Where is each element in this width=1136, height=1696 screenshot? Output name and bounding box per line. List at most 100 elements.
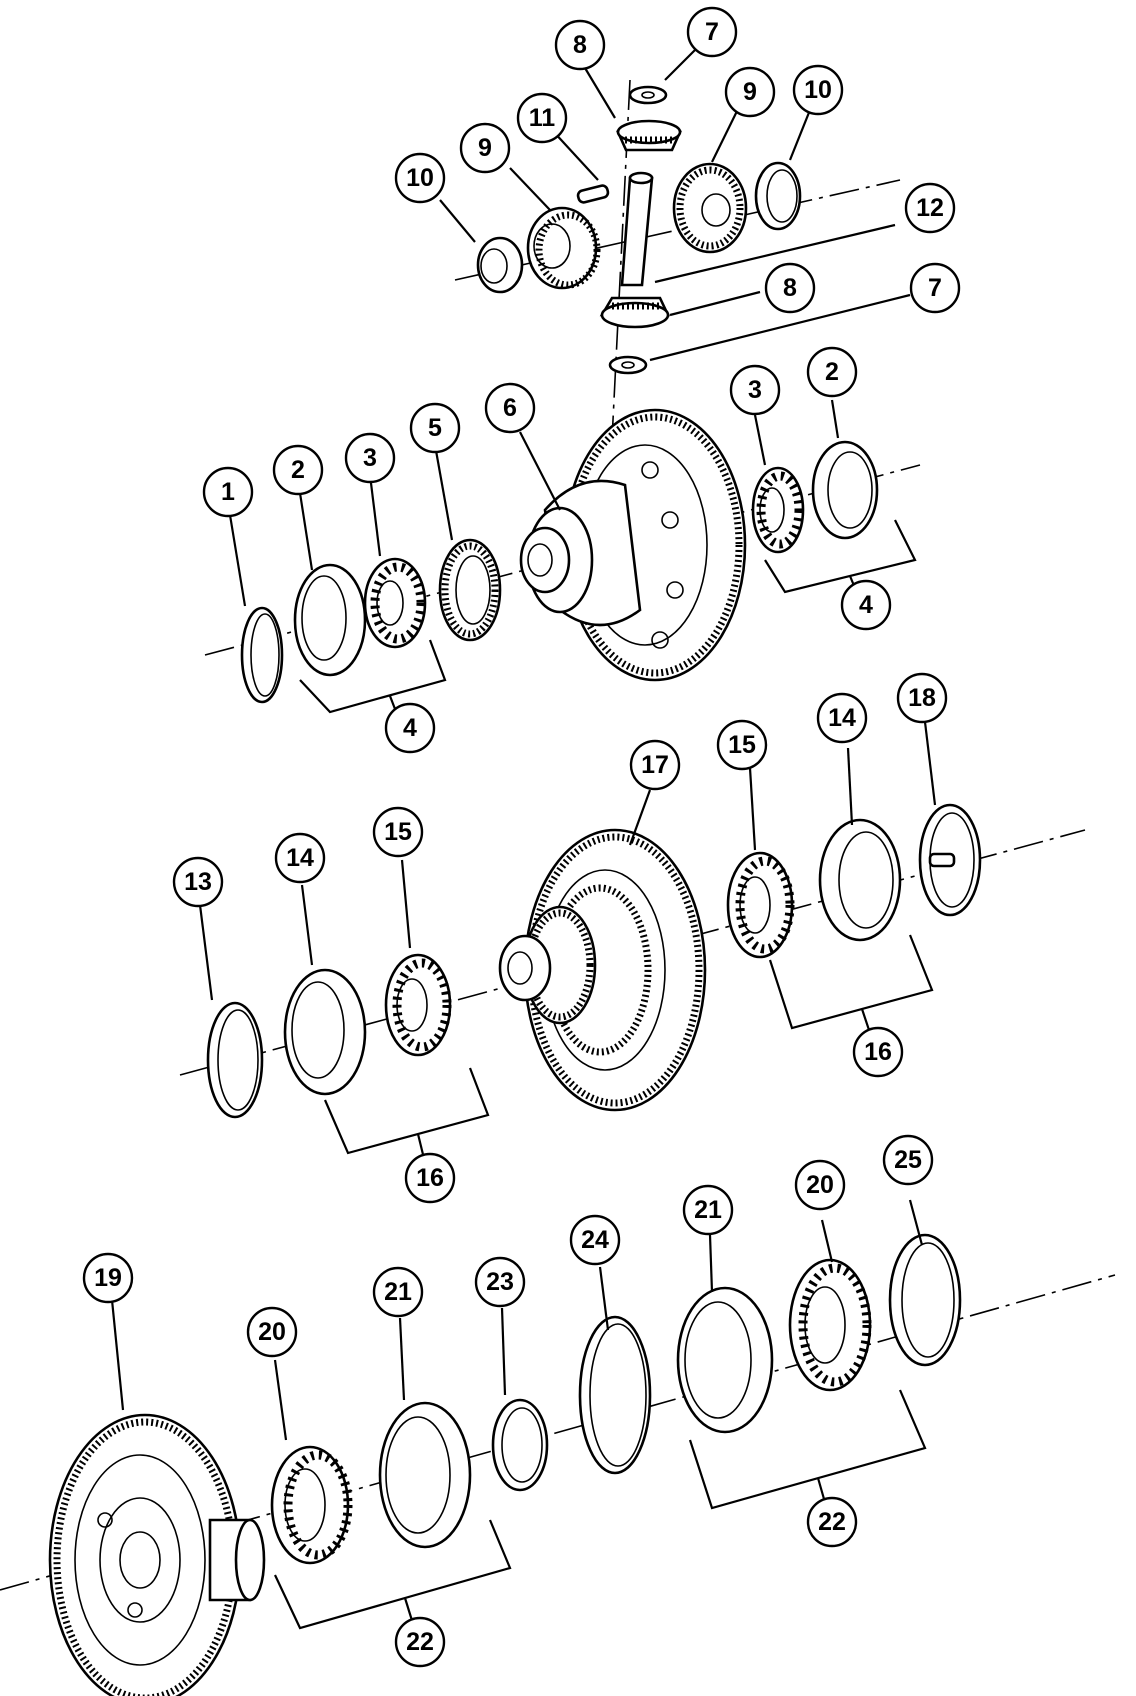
- callout-21-right: 21: [682, 1184, 734, 1236]
- svg-text:9: 9: [478, 134, 492, 162]
- callout-3-left: 3: [344, 432, 396, 484]
- svg-text:6: 6: [503, 394, 517, 422]
- callout-5: 5: [409, 402, 461, 454]
- svg-text:20: 20: [258, 1318, 286, 1346]
- snap-ring: [240, 606, 284, 704]
- callout-22-left: 22: [394, 1616, 446, 1668]
- bearing-cone-left: [363, 557, 427, 649]
- callout-15-right: 15: [716, 719, 768, 771]
- callout-7-bottom: 7: [909, 262, 961, 314]
- svg-text:20: 20: [806, 1171, 834, 1199]
- callout-14-right: 14: [816, 692, 868, 744]
- thrust-washer-top: [628, 85, 668, 105]
- callout-1: 1: [202, 466, 254, 518]
- svg-text:5: 5: [428, 414, 442, 442]
- differential-gear-set: [476, 85, 802, 375]
- svg-text:21: 21: [694, 1196, 722, 1224]
- svg-text:3: 3: [363, 444, 377, 472]
- seal: [491, 1398, 549, 1492]
- svg-text:23: 23: [486, 1268, 514, 1296]
- callout-7-top: 7: [686, 6, 738, 58]
- bearing-cone-right-2: [726, 851, 794, 959]
- side-gear-left: [526, 206, 598, 290]
- svg-text:13: 13: [184, 868, 212, 896]
- bearing-cup-left-3: [378, 1401, 472, 1549]
- svg-text:14: 14: [286, 844, 314, 872]
- callout-9-left: 9: [459, 122, 511, 174]
- svg-text:11: 11: [529, 104, 556, 132]
- callout-23: 23: [474, 1256, 526, 1308]
- svg-text:10: 10: [406, 164, 434, 192]
- svg-text:7: 7: [705, 18, 719, 46]
- svg-text:17: 17: [641, 751, 669, 779]
- transfer-gear-row: [206, 803, 982, 1119]
- callout-11: 11: [516, 92, 568, 144]
- callout-17: 17: [629, 739, 681, 791]
- callout-19: 19: [82, 1252, 134, 1304]
- thrust-washer-bottom: [608, 355, 648, 375]
- svg-text:19: 19: [94, 1264, 122, 1292]
- callout-18: 18: [896, 672, 948, 724]
- callout-4-right: 4: [840, 579, 892, 631]
- svg-text:14: 14: [828, 704, 856, 732]
- differential-case-row: [240, 408, 879, 704]
- callout-25: 25: [882, 1134, 934, 1186]
- svg-text:4: 4: [859, 591, 873, 619]
- svg-text:15: 15: [384, 818, 412, 846]
- callout-4-left: 4: [384, 702, 436, 754]
- callout-14-left: 14: [274, 832, 326, 884]
- bearing-cup-right-2: [818, 818, 902, 942]
- svg-text:24: 24: [581, 1226, 609, 1254]
- svg-text:8: 8: [783, 274, 797, 302]
- roll-pin: [576, 184, 610, 204]
- svg-text:22: 22: [818, 1508, 846, 1536]
- leader-arrows: [110, 49, 937, 1441]
- assembly-brackets: [274, 519, 934, 1641]
- speedometer-ring: [438, 538, 502, 642]
- svg-text:16: 16: [864, 1038, 892, 1066]
- callout-21-left: 21: [372, 1266, 424, 1318]
- callout-3-right: 3: [729, 364, 781, 416]
- callout-10-right: 10: [792, 64, 844, 116]
- svg-text:1: 1: [221, 478, 235, 506]
- callout-20-right: 20: [794, 1159, 846, 1211]
- callout-22-right: 22: [806, 1496, 858, 1548]
- callout-13: 13: [172, 856, 224, 908]
- callout-10-left: 10: [394, 152, 446, 204]
- retaining-ring: [578, 1315, 652, 1475]
- callout-6: 6: [484, 382, 536, 434]
- callout-8-top: 8: [554, 19, 606, 71]
- output-gear-row: [48, 1233, 962, 1696]
- shim-output: [888, 1233, 962, 1367]
- side-gear-washer-left: [476, 236, 524, 294]
- callout-2-right: 2: [806, 346, 858, 398]
- svg-text:4: 4: [403, 714, 417, 742]
- callout-12: 12: [904, 182, 956, 234]
- svg-text:10: 10: [804, 76, 832, 104]
- svg-text:12: 12: [916, 194, 944, 222]
- callout-2-left: 2: [272, 444, 324, 496]
- svg-text:7: 7: [928, 274, 942, 302]
- callout-15-left: 15: [372, 806, 424, 858]
- side-gear-right: [672, 162, 748, 254]
- svg-text:18: 18: [908, 684, 936, 712]
- callout-16-right: 16: [852, 1026, 904, 1078]
- callout-16-left: 16: [404, 1152, 456, 1204]
- side-gear-washer-right: [754, 161, 802, 231]
- svg-text:2: 2: [825, 358, 839, 386]
- pinion-shaft: [620, 176, 654, 287]
- callout-9-right: 9: [724, 66, 776, 118]
- svg-text:8: 8: [573, 31, 587, 59]
- bearing-cup-left-2: [283, 968, 367, 1096]
- svg-text:2: 2: [291, 456, 305, 484]
- svg-text:16: 16: [416, 1164, 444, 1192]
- bearing-cone-right-3: [788, 1258, 872, 1392]
- callouts: 7 8 9 10 11 9 10 12 8 7 3 2 6 5 3 2 1 4 …: [82, 6, 961, 1668]
- bearing-cup-right-3: [676, 1286, 774, 1434]
- svg-text:22: 22: [406, 1628, 434, 1656]
- svg-text:25: 25: [894, 1146, 922, 1174]
- bearing-cup-right: [811, 440, 879, 540]
- svg-text:3: 3: [748, 376, 762, 404]
- svg-text:9: 9: [743, 78, 757, 106]
